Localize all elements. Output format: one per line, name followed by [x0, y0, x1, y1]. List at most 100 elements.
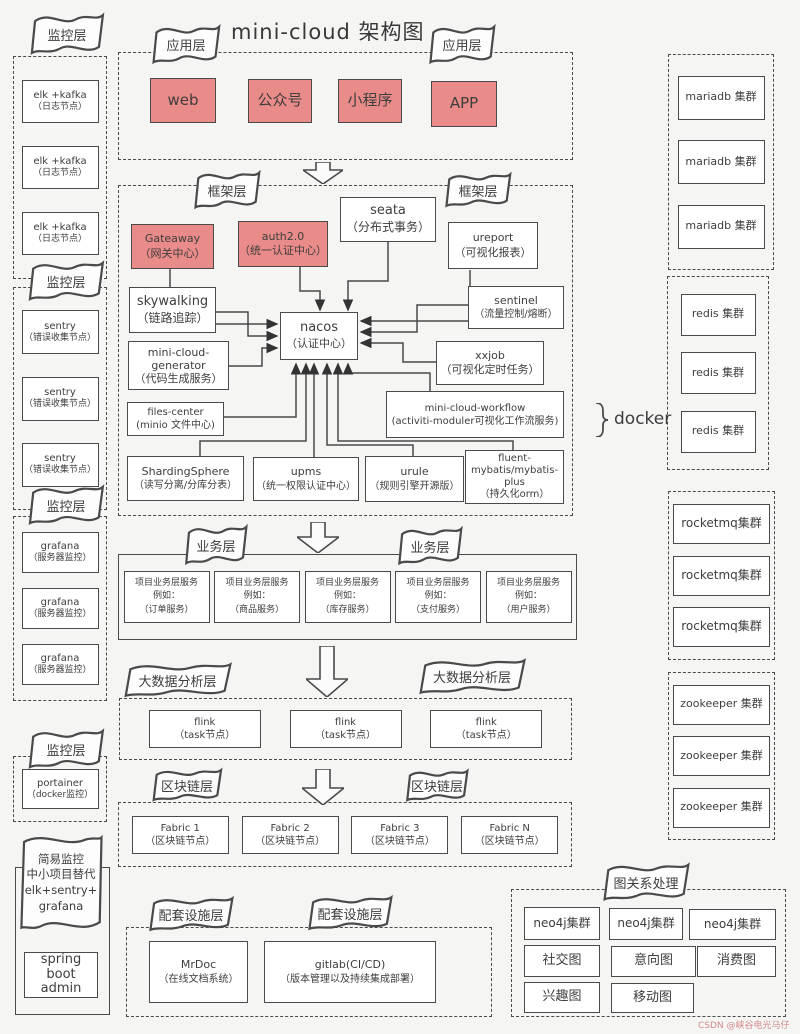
ribbon-shape [26, 258, 106, 304]
node-subtitle: （区块链节点） [474, 835, 545, 847]
monitor-grafana-container: grafana （服务器监控） grafana （服务器监控） grafana … [13, 516, 107, 701]
node-subtitle: （服务器监控） [28, 609, 92, 620]
node-subtitle: （日志节点） [32, 102, 87, 113]
node-subtitle: （task节点） [455, 730, 517, 741]
node-subtitle: （统一权限认证中心） [256, 480, 356, 492]
node-subtitle: （服务器监控） [28, 553, 92, 564]
node-title: elk +kafka [33, 156, 87, 168]
node-title: rocketmq集群 [681, 515, 762, 530]
fabric-node: Fabric 1 （区块链节点） [131, 815, 229, 854]
node-title: Fabric 2 [270, 822, 310, 834]
ribbon-shape [28, 10, 106, 58]
banner-blockchain-left: 区块链层 [150, 766, 224, 804]
portainer-node: portainer （docker监控） [21, 769, 99, 809]
mariadb-node: mariadb 集群 [677, 204, 765, 249]
grafana-node: grafana （服务器监控） [21, 588, 99, 629]
ribbon-shape [150, 766, 224, 804]
skywalking-node: skywalking （链路追踪） [129, 287, 216, 333]
node-title: nacos [299, 320, 339, 336]
docker-label: docker [614, 409, 672, 429]
banner-label: 监控层 [47, 28, 87, 44]
monitor-elk-container: elk +kafka （日志节点） elk +kafka （日志节点） elk … [13, 56, 107, 279]
node-title: sentry [44, 453, 76, 465]
node-title: 社交图 [542, 952, 582, 968]
node-title: redis 集群 [691, 365, 745, 379]
node-title: fluent- [498, 453, 531, 464]
rocketmq-node: rocketmq集群 [673, 555, 770, 596]
node-title: grafana [40, 597, 80, 609]
banner-label: 图关系处理 [613, 876, 679, 892]
node-title: Fabric 3 [380, 822, 420, 834]
fluent-mybatis-node: fluent- mybatis/mybatis- plus （持久化orm） [465, 450, 564, 504]
banner-blockchain-right: 区块链层 [404, 767, 470, 804]
node-title: zookeeper 集群 [680, 697, 763, 711]
zookeeper-node: zookeeper 集群 [673, 787, 770, 828]
banner-app-left: 应用层 [150, 22, 222, 67]
node-subtitle: （代码生成服务） [134, 372, 223, 386]
zookeeper-node: zookeeper 集群 [673, 684, 770, 725]
node-title: Gateaway [144, 232, 201, 246]
rocketmq-node: rocketmq集群 [673, 607, 770, 648]
node-title: upms [290, 465, 322, 479]
elk-node: elk +kafka （日志节点） [21, 212, 99, 255]
node-title: portainer [36, 777, 83, 789]
blockchain-layer-container: Fabric 1 （区块链节点） Fabric 2 （区块链节点） Fabric… [118, 802, 572, 867]
banner-label: 监控层 [46, 743, 86, 759]
node-title: zookeeper 集群 [680, 800, 763, 814]
node-subtitle: （错误收集节点） [23, 399, 96, 410]
node-subtitle: （链路追踪） [136, 310, 209, 325]
ribbon-shape [183, 522, 249, 568]
node-subtitle: （日志节点） [32, 234, 87, 245]
node-title: sentry [44, 320, 76, 332]
banner-label: 监控层 [46, 499, 86, 515]
rocketmq-node: rocketmq集群 [673, 503, 770, 544]
node-line: 例如： [424, 591, 452, 602]
node-subtitle: （task节点） [314, 730, 377, 741]
mariadb-node: mariadb 集群 [677, 140, 765, 184]
node-subtitle: （持久化orm） [479, 489, 550, 500]
banner-graph: 图关系处理 [600, 860, 692, 904]
workflow-node: mini-cloud-workflow (activiti-moduler可视化… [386, 391, 564, 438]
node-subtitle: （在线文档系统） [158, 973, 239, 985]
framework-layer-container [118, 185, 573, 516]
node-title: seata [370, 203, 406, 219]
node-title: 公众号 [257, 91, 303, 110]
node-subtitle: （读写分离/分库分表） [133, 480, 238, 492]
xxjob-node: xxjob （可视化定时任务） [436, 341, 544, 385]
grafana-node: grafana （服务器监控） [21, 532, 99, 573]
ureport-node: ureport （可视化报表） [448, 222, 538, 269]
spring-boot-admin-node: spring boot admin [24, 952, 98, 998]
banner-label: 框架层 [207, 184, 247, 200]
business-service-node: 项目业务层服务 例如： （库存服务） [304, 571, 391, 623]
node-title: plus [504, 477, 525, 488]
node-subtitle: (activiti-moduler可视化工作流服务) [391, 415, 559, 427]
graph-map-node: 社交图 [524, 945, 600, 977]
node-title: mybatis/mybatis- [470, 465, 559, 476]
gongzhonghao-node: 公众号 [248, 79, 312, 123]
node-title: grafana [40, 653, 80, 665]
node-title: mini-cloud-workflow [424, 402, 526, 414]
node-title: mariadb 集群 [685, 154, 757, 168]
banner-monitor-4: 监控层 [26, 726, 106, 772]
ribbon-shape [396, 524, 464, 568]
node-title: elk +kafka [33, 222, 87, 234]
banner-label: 应用层 [166, 39, 206, 54]
banner-label: 业务层 [196, 539, 236, 555]
banner-simple-monitor: 简易监控 中小项目替代 elk+sentry+ grafana [17, 832, 105, 934]
files-center-node: files-center (minio 文件中心) [127, 402, 224, 436]
node-subtitle: （规则引擎开源版） [369, 480, 460, 492]
banner-label: 监控层 [46, 275, 86, 291]
node-title: mini-cloud- [147, 345, 210, 359]
ribbon-shape [150, 22, 222, 67]
docker-brace [595, 403, 609, 437]
business-service-node: 项目业务层服务 例如： （支付服务） [395, 571, 481, 623]
banner-framework-left: 框架层 [192, 168, 262, 212]
ribbon-shape [600, 860, 692, 904]
banner-infra-right: 配套设施层 [305, 893, 395, 933]
neo4j-node: neo4j集群 [689, 909, 776, 940]
shardingsphere-node: ShardingSphere （读写分离/分库分表） [127, 456, 244, 501]
ribbon-shape [404, 767, 470, 804]
node-subtitle: （日志节点） [32, 168, 87, 179]
node-subtitle: （用户服务） [501, 604, 556, 615]
banner-business-right: 业务层 [396, 524, 464, 568]
